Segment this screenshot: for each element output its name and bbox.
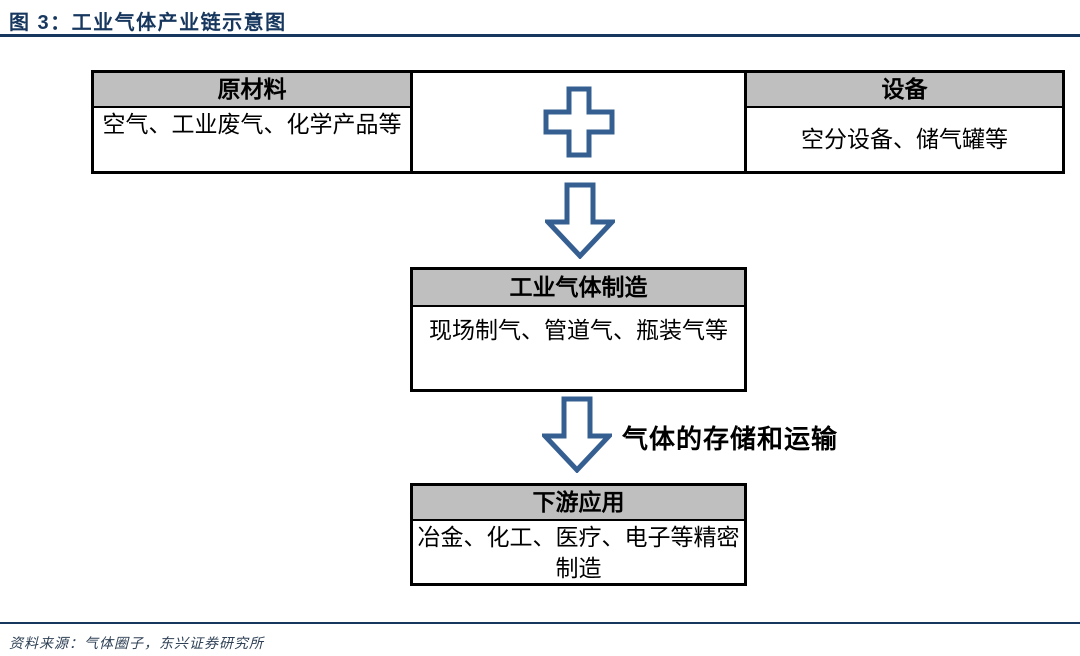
footer-divider xyxy=(0,622,1080,624)
node-raw-materials: 原材料 空气、工业废气、化学产品等 xyxy=(91,70,413,174)
node-raw-materials-header: 原材料 xyxy=(94,73,410,108)
node-equipment-body: 空分设备、储气罐等 xyxy=(801,127,1008,152)
title-divider xyxy=(0,34,1080,37)
plus-icon xyxy=(543,86,614,158)
node-downstream: 下游应用 冶金、化工、医疗、电子等精密制造 xyxy=(410,483,747,586)
node-manufacturing-header: 工业气体制造 xyxy=(413,270,744,307)
transport-label: 气体的存储和运输 xyxy=(622,425,839,454)
source-note: 资料来源：气体圈子，东兴证券研究所 xyxy=(9,637,264,652)
node-manufacturing: 工业气体制造 现场制气、管道气、瓶装气等 xyxy=(410,267,747,392)
down-arrow-icon xyxy=(542,396,612,473)
node-manufacturing-body: 现场制气、管道气、瓶装气等 xyxy=(429,318,728,343)
node-equipment: 设备 空分设备、储气罐等 xyxy=(744,70,1065,174)
figure-title: 图 3：工业气体产业链示意图 xyxy=(9,12,287,34)
plus-cell xyxy=(410,70,747,174)
node-equipment-header: 设备 xyxy=(747,73,1062,108)
node-downstream-body: 冶金、化工、医疗、电子等精密制造 xyxy=(417,525,740,581)
input-row: 原材料 空气、工业废气、化学产品等 设备 空分设备、储气罐等 xyxy=(91,70,1065,174)
node-downstream-header: 下游应用 xyxy=(413,486,744,521)
node-raw-materials-body: 空气、工业废气、化学产品等 xyxy=(102,112,402,137)
down-arrow-icon xyxy=(545,182,615,259)
